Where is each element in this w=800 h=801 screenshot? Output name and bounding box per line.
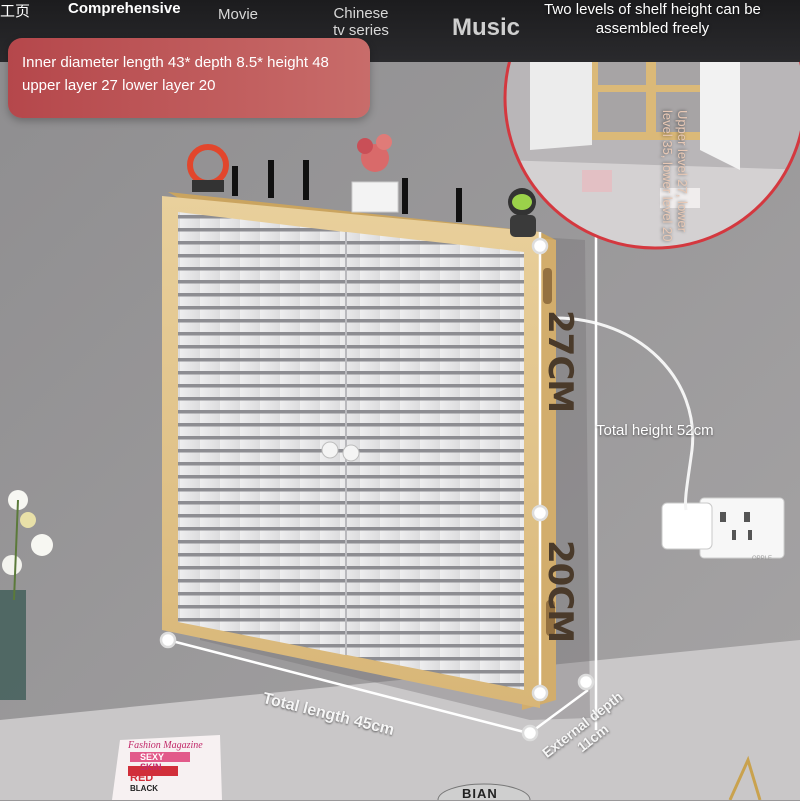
decor-stand xyxy=(728,755,762,800)
menu-item-partial[interactable]: 工页 xyxy=(0,3,31,20)
wall-socket xyxy=(661,497,785,559)
total-height-label: Total height 52cm xyxy=(596,422,714,439)
specs-callout: Inner diameter length 43* depth 8.5* hei… xyxy=(8,38,370,118)
left-knob xyxy=(321,441,339,459)
potted-plant xyxy=(351,181,399,213)
right-knob xyxy=(342,444,360,462)
inset-side-note: Upper level 27, lower level 35, lower le… xyxy=(660,110,690,242)
menu-item-movie[interactable]: Movie xyxy=(218,6,259,23)
shelf-cabinet xyxy=(162,134,556,710)
right-door xyxy=(347,232,524,690)
menu-item-music[interactable]: Music xyxy=(452,14,521,41)
inset-title: Two levels of shelf height can be assemb… xyxy=(544,1,761,37)
magazine-line-2: SKIN xyxy=(140,762,162,772)
magazine xyxy=(112,735,222,800)
power-cable xyxy=(554,316,695,511)
lower-height-label: 20CM xyxy=(540,540,580,643)
bottom-book-title: BIAN xyxy=(462,786,498,801)
magazine-line-4: BLACK xyxy=(130,784,158,793)
menu-item-chinese-tv-series[interactable]: Chinese tv series xyxy=(333,5,389,39)
magazine-title: Fashion Magazine xyxy=(128,740,203,751)
magazine-line-3: RED xyxy=(130,772,154,784)
round-book xyxy=(437,783,531,800)
left-door xyxy=(178,212,345,655)
flower-vase xyxy=(0,490,53,700)
dimension-lines xyxy=(159,206,605,742)
socket-brand: OPPLE xyxy=(752,556,773,562)
menu-item-comprehensive[interactable]: Comprehensive xyxy=(68,0,181,17)
upper-height-label: 27CM xyxy=(540,310,580,413)
magazine-line-1: SEXY xyxy=(140,752,165,762)
